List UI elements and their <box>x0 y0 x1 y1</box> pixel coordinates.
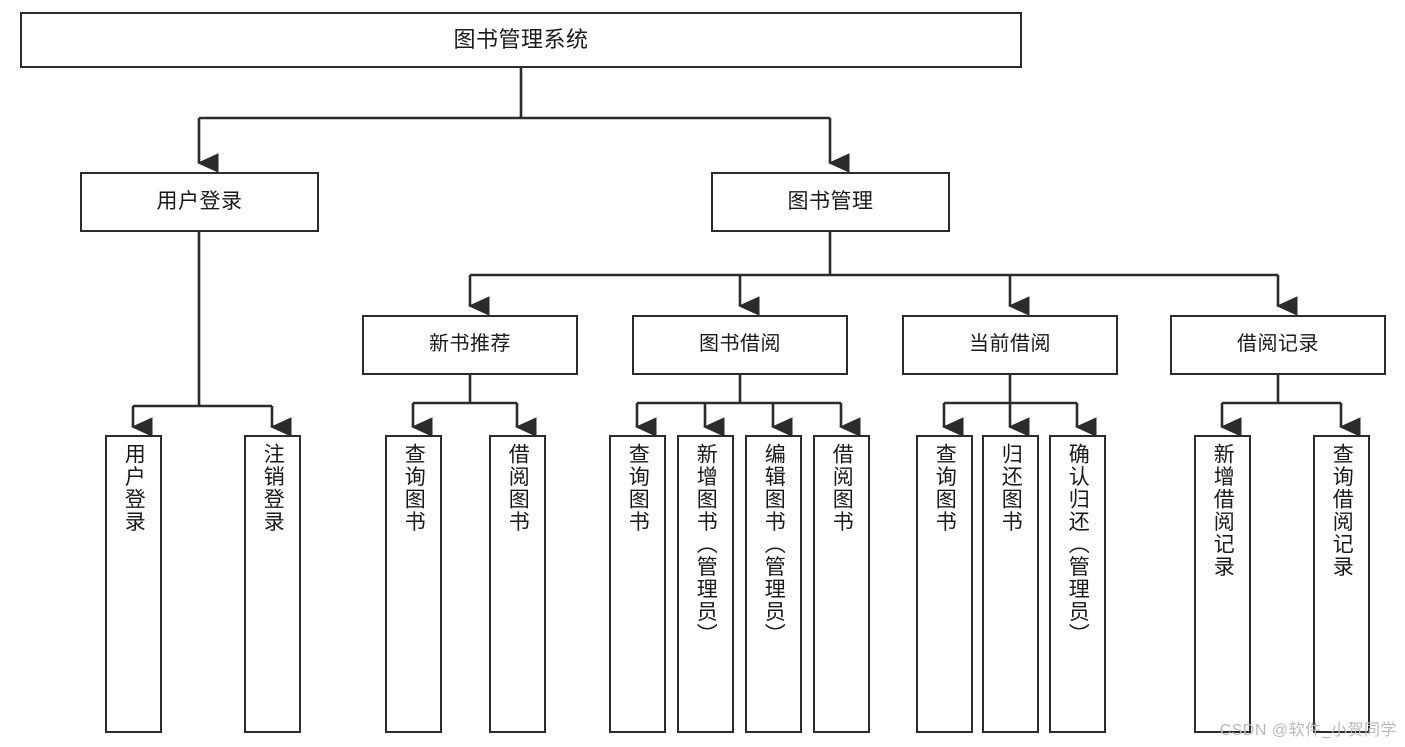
leaf-current-return-book[interactable]: 归还图书 <box>982 435 1039 733</box>
node-label: 图书借阅 <box>699 333 781 356</box>
leaf-user-login-signout[interactable]: 注销登录 <box>244 435 301 733</box>
leaf-borrow-edit-book-admin[interactable]: 编辑图书（管理员） <box>745 435 802 733</box>
node-borrow-record[interactable]: 借阅记录 <box>1170 315 1386 375</box>
node-current-borrow[interactable]: 当前借阅 <box>902 315 1118 375</box>
leaf-borrow-add-book-admin[interactable]: 新增图书（管理员） <box>677 435 734 733</box>
node-label: 查询借阅记录 <box>1330 443 1354 578</box>
node-label: 归还图书 <box>999 443 1023 533</box>
node-label: 借阅图书 <box>506 443 530 533</box>
node-label: 新增借阅记录 <box>1211 443 1235 578</box>
node-book-management[interactable]: 图书管理 <box>711 172 950 232</box>
node-label: 新书推荐 <box>429 333 511 356</box>
leaf-current-confirm-return-admin[interactable]: 确认归还（管理员） <box>1049 435 1106 733</box>
node-book-management-system[interactable]: 图书管理系统 <box>20 12 1022 68</box>
leaf-record-query-record[interactable]: 查询借阅记录 <box>1313 435 1370 733</box>
leaf-new-book-query[interactable]: 查询图书 <box>385 435 442 733</box>
node-label: 用户登录 <box>122 443 146 533</box>
node-label: 确认归还（管理员） <box>1066 443 1090 646</box>
node-user-login[interactable]: 用户登录 <box>80 172 319 232</box>
leaf-new-book-borrow[interactable]: 借阅图书 <box>489 435 546 733</box>
node-label: 编辑图书（管理员） <box>762 443 786 646</box>
node-label: 新增图书（管理员） <box>694 443 718 646</box>
node-label: 查询图书 <box>933 443 957 533</box>
leaf-user-login-signin[interactable]: 用户登录 <box>105 435 162 733</box>
leaf-record-add-record[interactable]: 新增借阅记录 <box>1194 435 1251 733</box>
node-label: 图书管理 <box>787 189 874 213</box>
node-label: 借阅图书 <box>830 443 854 533</box>
leaf-borrow-query-book[interactable]: 查询图书 <box>609 435 666 733</box>
node-new-book-recommend[interactable]: 新书推荐 <box>362 315 578 375</box>
node-label: 图书管理系统 <box>453 27 589 53</box>
node-label: 当前借阅 <box>969 333 1051 356</box>
node-label: 用户登录 <box>156 189 243 213</box>
node-book-borrow[interactable]: 图书借阅 <box>632 315 848 375</box>
leaf-borrow-borrow-book[interactable]: 借阅图书 <box>813 435 870 733</box>
node-label: 查询图书 <box>626 443 650 533</box>
node-label: 查询图书 <box>402 443 426 533</box>
node-label: 注销登录 <box>261 443 285 533</box>
leaf-current-query-book[interactable]: 查询图书 <box>916 435 973 733</box>
node-label: 借阅记录 <box>1237 333 1319 356</box>
